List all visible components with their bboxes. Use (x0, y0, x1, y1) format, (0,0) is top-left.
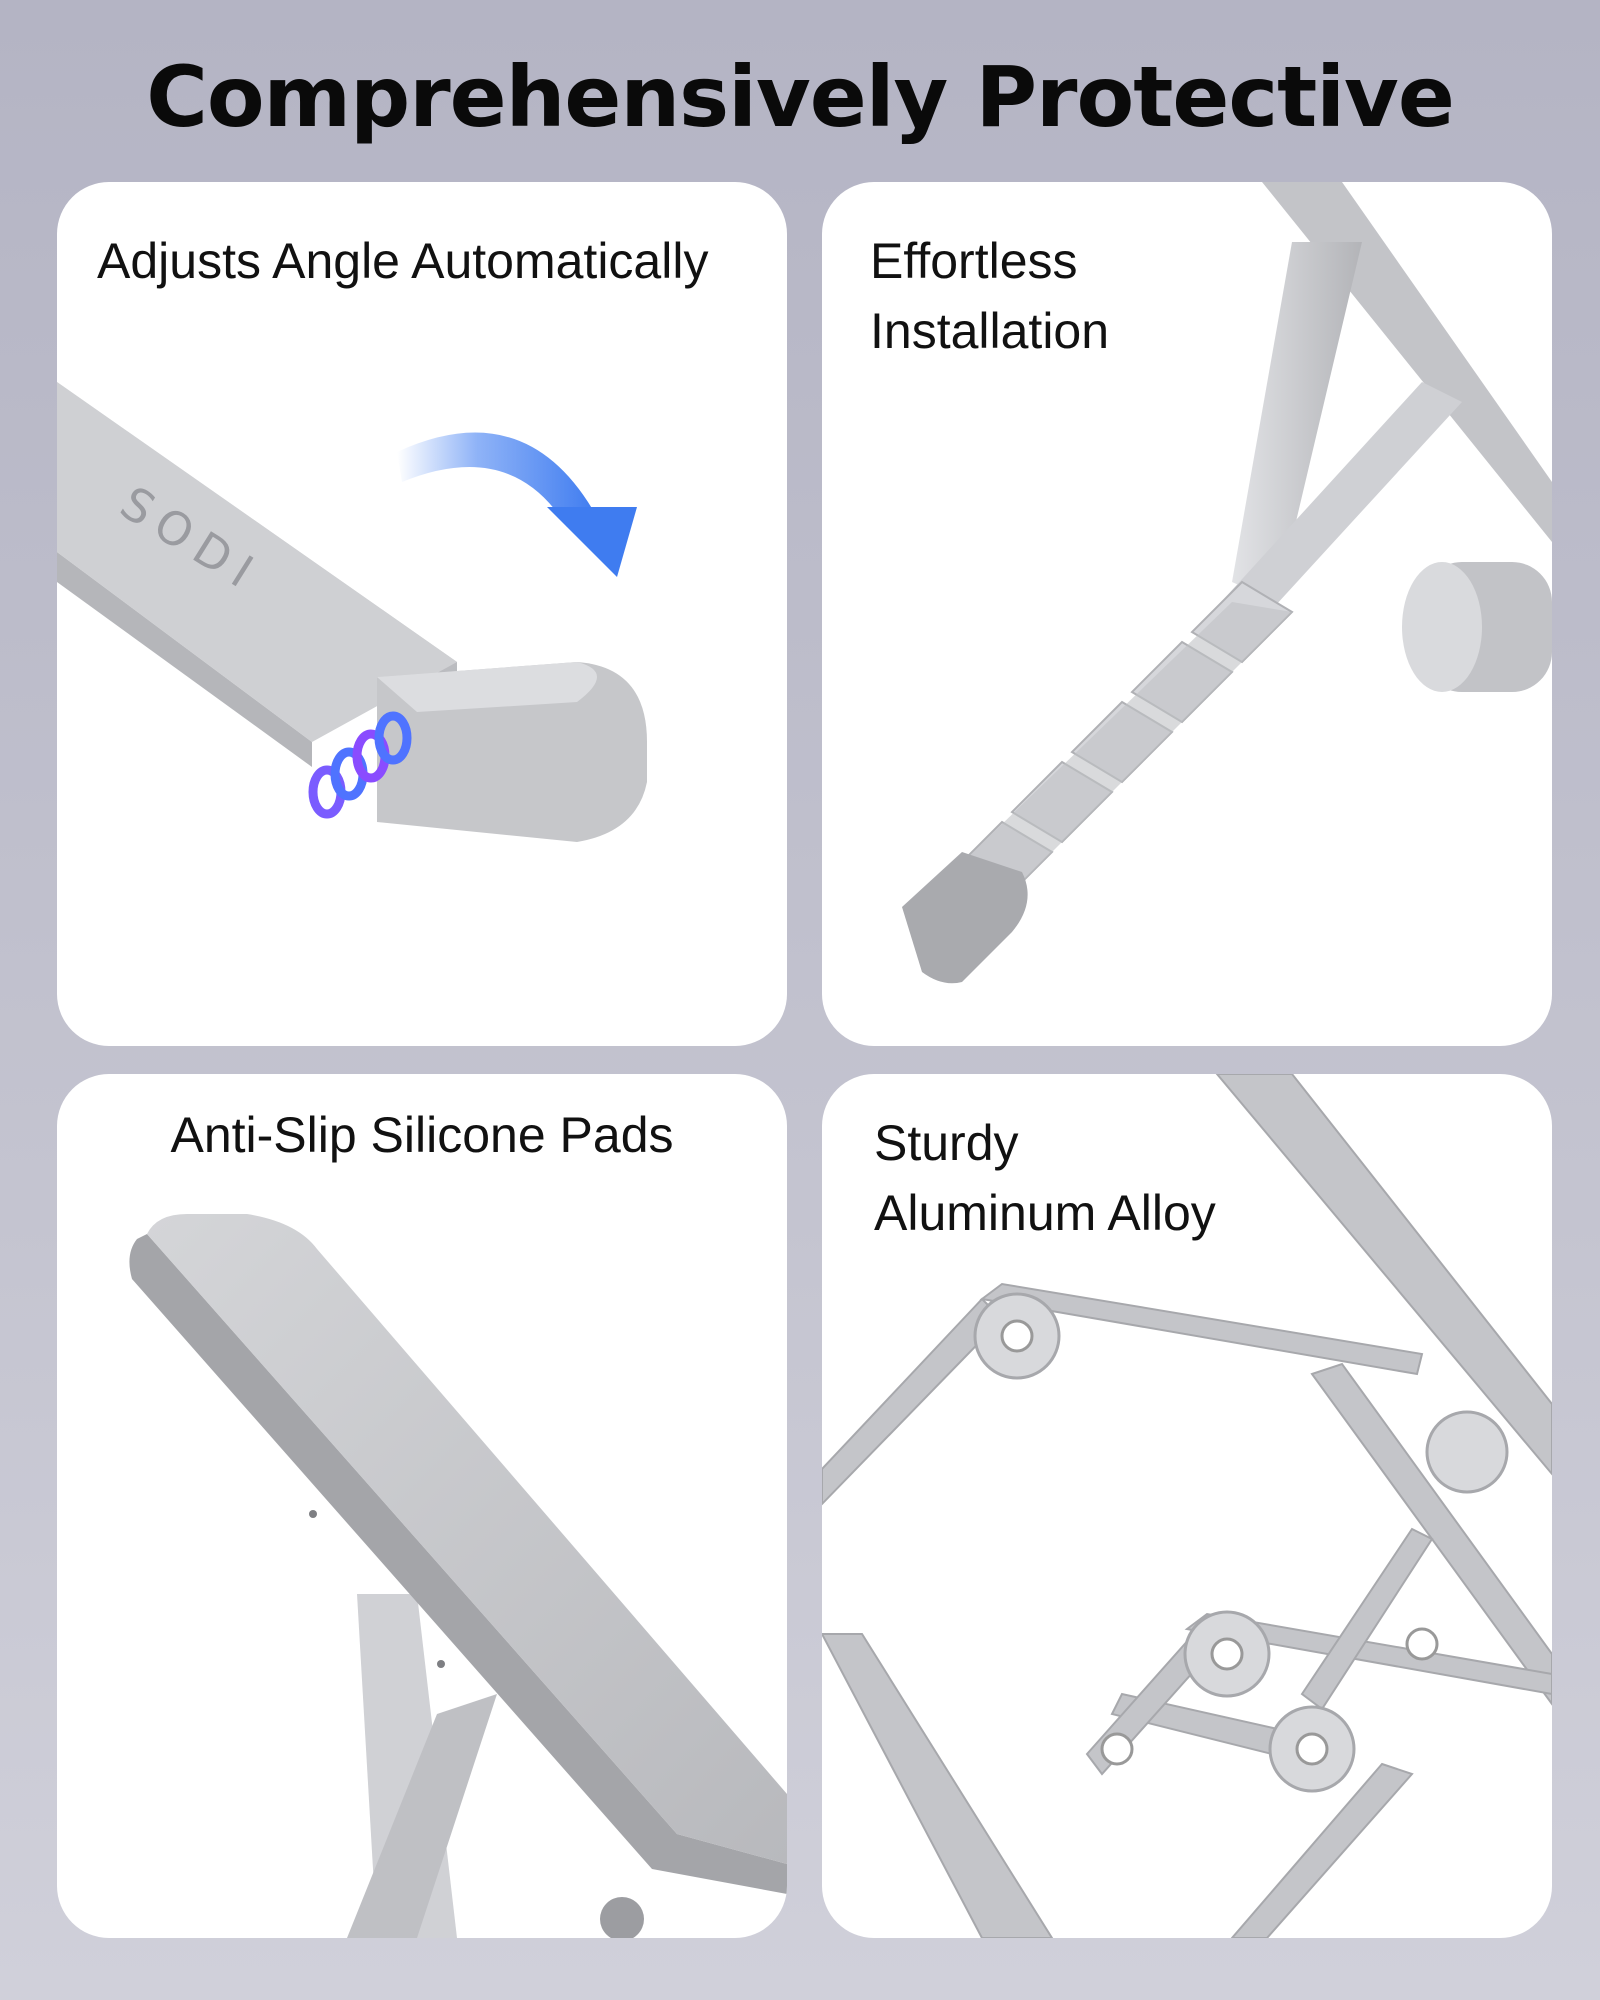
feature-panel-installation: Effortless Installation (822, 182, 1552, 1046)
panel-caption: Anti-Slip Silicone Pads (170, 1107, 674, 1163)
page-title: Comprehensively Protective (146, 48, 1455, 146)
panel-caption: Adjusts Angle Automatically (97, 233, 709, 289)
spring-icon (308, 711, 412, 819)
feature-panel-silicone-pads: Anti-Slip Silicone Pads (57, 1074, 787, 1938)
panel-caption: Effortless Installation (870, 233, 1110, 359)
support-leg-illustration (902, 182, 1552, 984)
rivet-icon (973, 1292, 1509, 1793)
hinge-spring-illustration: SODI (57, 382, 647, 842)
feature-panel-angle: SODI Adjusts Angle Automatically (57, 182, 787, 1046)
rotate-arrow-icon (397, 432, 637, 577)
feature-panel-aluminum-alloy: Sturdy Aluminum Alloy (822, 1074, 1552, 1938)
top-plate-illustration (129, 1214, 787, 1938)
linkage-frame-illustration (822, 1074, 1552, 1938)
panel-caption: Sturdy Aluminum Alloy (874, 1115, 1216, 1241)
